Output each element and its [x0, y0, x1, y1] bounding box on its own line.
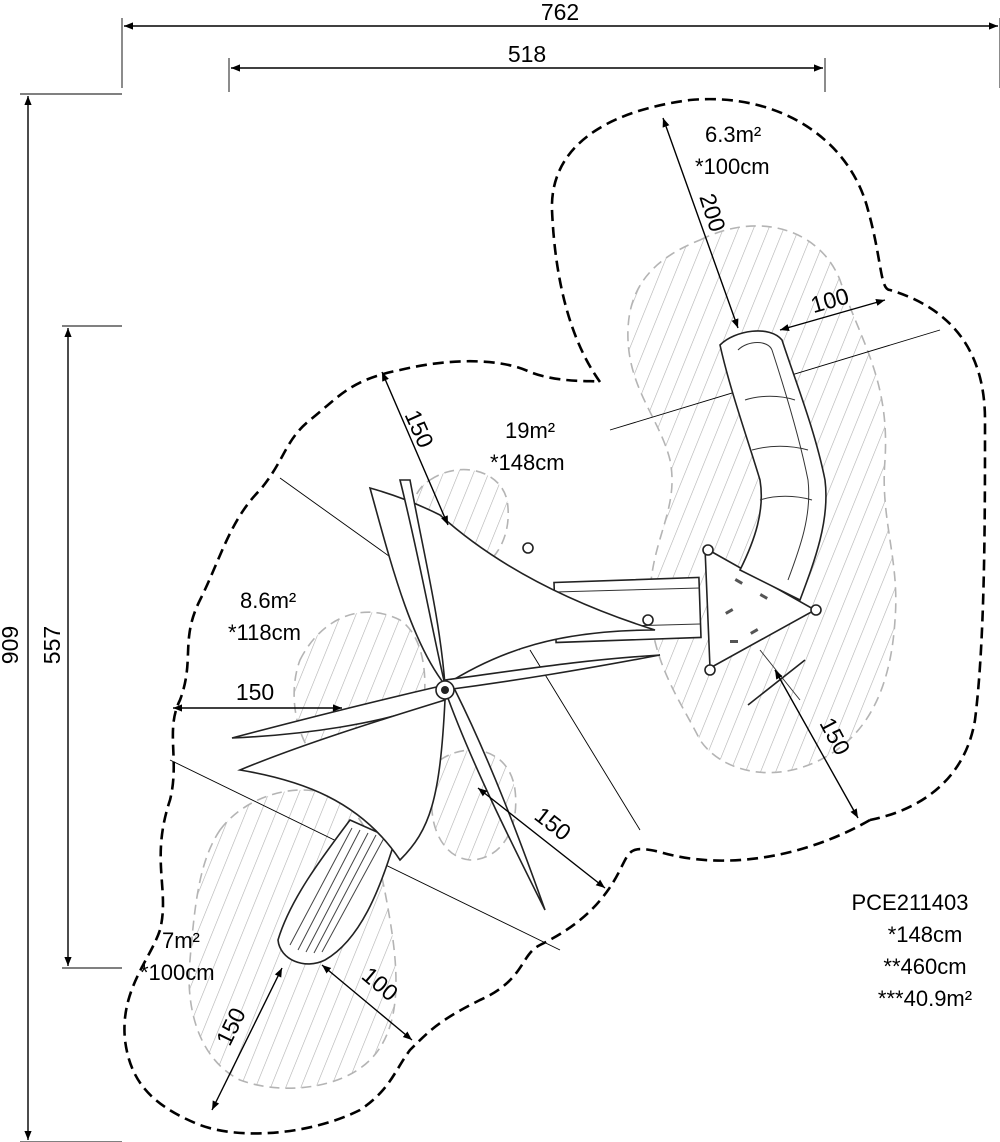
left-dimensions: 909 557 [0, 93, 122, 1142]
upper-post [522, 542, 534, 554]
lower-cone-fall-label: 150 [530, 802, 576, 846]
right-post [642, 614, 654, 626]
total-area: ***40.9m² [878, 986, 972, 1011]
total-height: **460cm [883, 954, 966, 979]
slide-safety-zone [550, 97, 987, 822]
overall-height-label: 909 [0, 626, 23, 664]
left-area-size: 8.6m² [240, 588, 296, 613]
bottom-area-size: 7m² [162, 928, 200, 953]
main-safety-zone [123, 359, 871, 1135]
spec-legend: PCE211403 *148cm **460cm ***40.9m² [851, 890, 972, 1011]
inner-height-label: 557 [39, 626, 65, 664]
slide-inner-line [737, 342, 810, 581]
slide-fall-length-label: 200 [694, 190, 731, 235]
center-area-height: *148cm [490, 450, 565, 475]
upper-cone-fall-label: 150 [400, 406, 439, 452]
tunnel-slide-ribs [289, 827, 385, 954]
shade-sail-lower-canopy [237, 698, 446, 862]
left-area-height: *118cm [228, 620, 301, 645]
tunnel-slide [277, 819, 396, 965]
center-area-size: 19m² [505, 418, 555, 443]
bottom-area-height: *100cm [140, 960, 215, 985]
product-code: PCE211403 [851, 890, 968, 915]
top-dimensions: 762 518 [121, 0, 1000, 92]
free-fall-height: *148cm [888, 922, 963, 947]
slide-area-height: *100cm [695, 154, 770, 179]
deck-slots [725, 578, 768, 643]
safety-zone-outline [123, 97, 987, 1135]
slide-area-size: 6.3m² [705, 122, 761, 147]
area-labels: 6.3m² *100cm 19m² *148cm 8.6m² *118cm 7m… [140, 122, 770, 985]
shade-sail-right-petal [444, 654, 661, 691]
overall-width-label: 762 [541, 0, 579, 25]
left-cone-fall-label: 150 [236, 679, 274, 705]
slide-chute [719, 330, 827, 602]
inner-width-label: 518 [508, 41, 546, 67]
playground-equipment [231, 330, 827, 965]
